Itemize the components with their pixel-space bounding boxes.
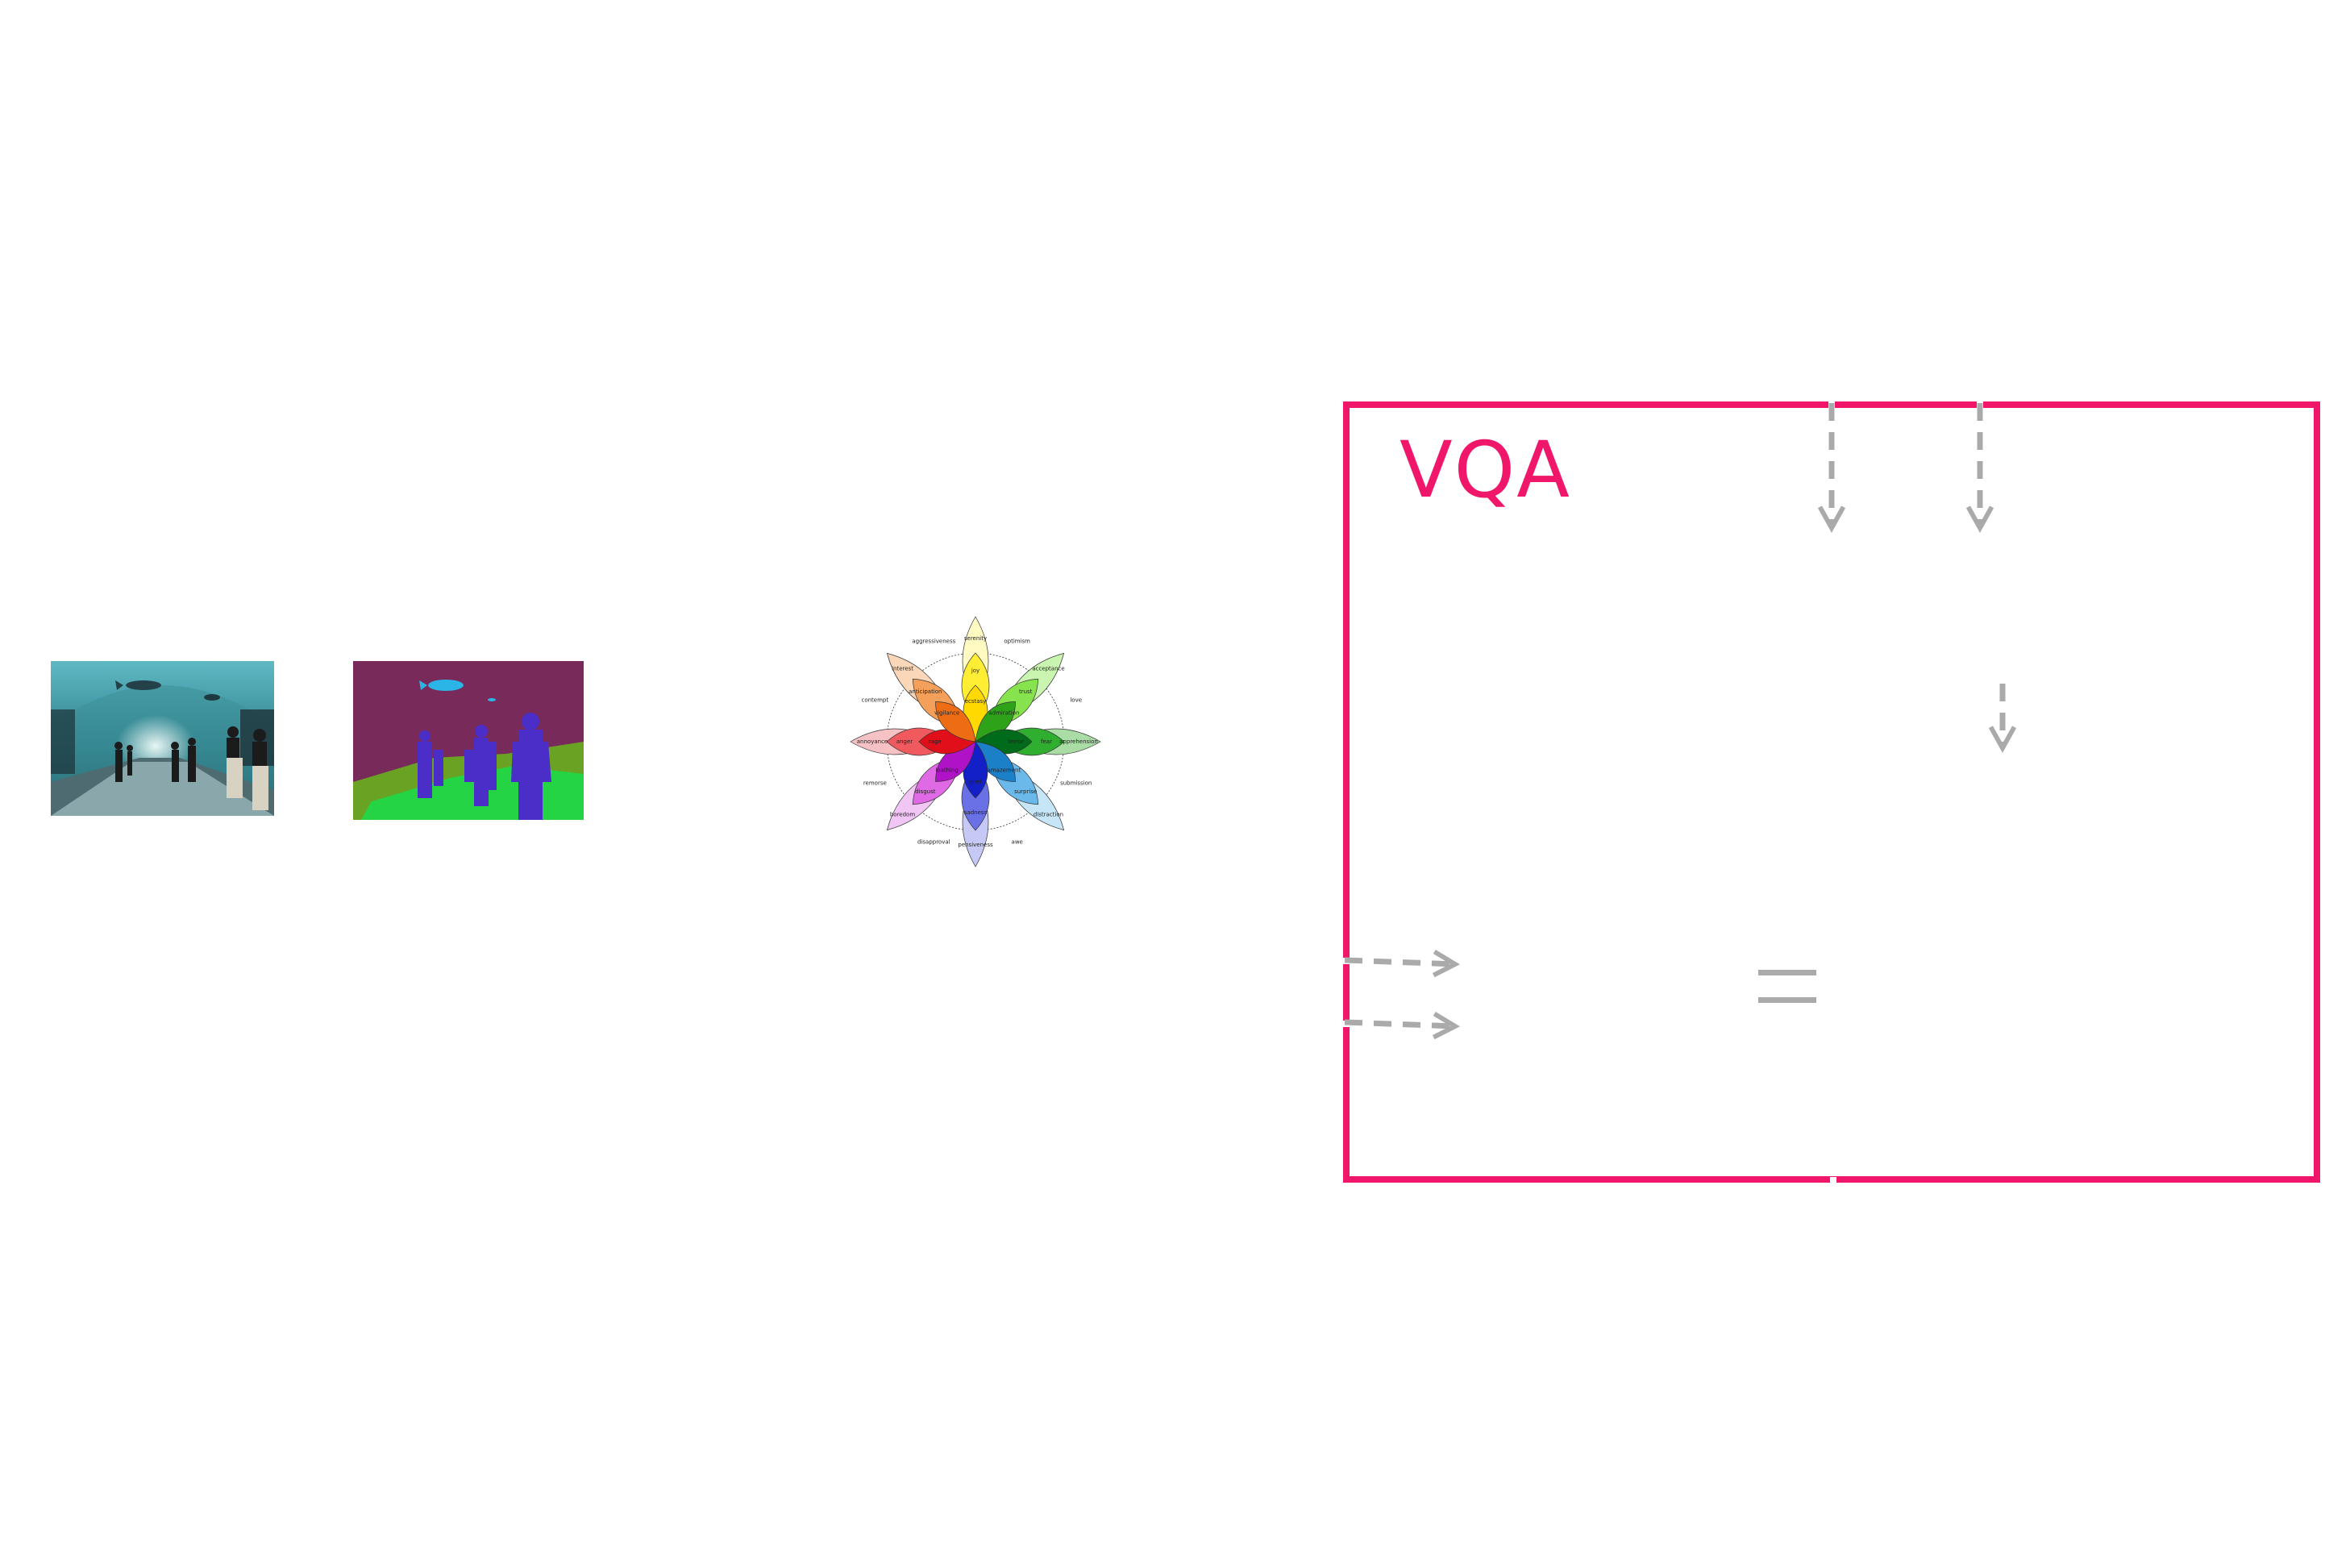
wheel-petal-label: vigilance <box>934 710 959 717</box>
wheel-petal-label: acceptance <box>1032 666 1064 672</box>
wheel-petal-label: terror <box>1008 738 1024 745</box>
wheel-petal-label: sadness <box>964 809 988 816</box>
wheel-petal-label: surprise <box>1014 788 1037 795</box>
wheel-petal <box>975 652 1065 742</box>
wheel-dyad-label: awe <box>1012 839 1023 846</box>
wheel-petal-label: rage <box>929 738 942 745</box>
wheel-petal-label: interest <box>892 666 913 672</box>
wheel-dyad-label: submission <box>1060 780 1092 787</box>
wheel-petal <box>975 741 1065 831</box>
vqa-title: VQA <box>1400 425 1571 515</box>
wheel-petal-label: anticipation <box>909 688 942 695</box>
wheel-dyad-label: remorse <box>863 780 887 787</box>
plutchik-emotion-wheel: serenity joy ecstasy optimism acceptance trus… <box>850 616 1101 867</box>
aquarium-tunnel-photo <box>51 661 274 816</box>
wheel-petal <box>850 727 976 756</box>
wheel-petal-label: distraction <box>1034 812 1063 818</box>
semantic-segmentation-map <box>353 661 584 820</box>
wheel-petal-label: admiration <box>988 710 1019 717</box>
wheel-petal-label: ecstasy <box>965 698 987 705</box>
wheel-dyad-label: disapproval <box>917 839 950 846</box>
wheel-petal-label: loathing <box>935 767 959 773</box>
wheel-petal-label: annoyance <box>857 738 888 745</box>
wheel-petal-label: joy <box>971 668 979 674</box>
wheel-dyad-label: love <box>1070 697 1082 703</box>
wheel-petal-label: trust <box>1019 688 1033 695</box>
wheel-dyad-label: aggressiveness <box>912 638 955 644</box>
wheel-petal-label: apprehension <box>1059 738 1098 745</box>
wheel-petal <box>886 741 976 831</box>
vqa-frame <box>1343 401 2320 1183</box>
wheel-dyad-label: optimism <box>1004 638 1030 644</box>
wheel-petal-label: grief <box>969 779 983 785</box>
wheel-petal-label: anger <box>896 738 913 745</box>
wheel-petal-label: pensiveness <box>958 842 993 848</box>
wheel-petal-label: fear <box>1041 738 1052 745</box>
wheel-petal-label: disgust <box>915 788 936 795</box>
wheel-petal <box>886 652 976 742</box>
wheel-dyad-label: contempt <box>861 697 888 703</box>
wheel-petal-label: amazement <box>988 767 1021 773</box>
wheel-petal-label: serenity <box>964 635 987 642</box>
wheel-petal-label: boredom <box>890 812 915 818</box>
